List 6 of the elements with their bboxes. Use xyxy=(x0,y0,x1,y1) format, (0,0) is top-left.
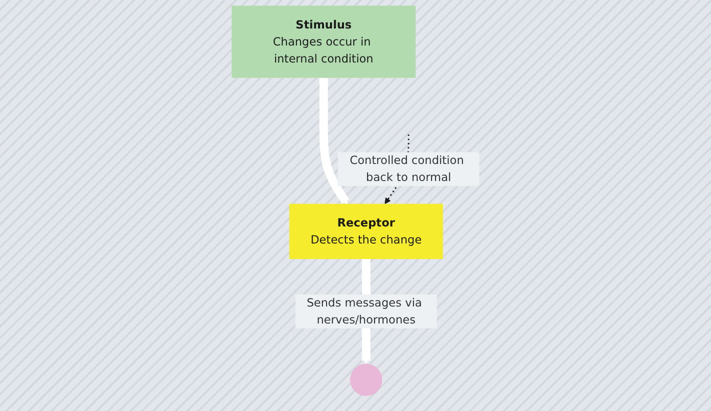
edge-label: Controlled condition back to normal xyxy=(350,154,464,184)
node-box: Stimulus Changes occur in internal condition xyxy=(232,6,416,78)
node-circle xyxy=(350,364,382,396)
edge-label: Sends messages via nerves/hormones xyxy=(306,296,422,326)
arrow xyxy=(319,76,350,204)
node-box: Receptor Detects the change xyxy=(289,204,443,260)
